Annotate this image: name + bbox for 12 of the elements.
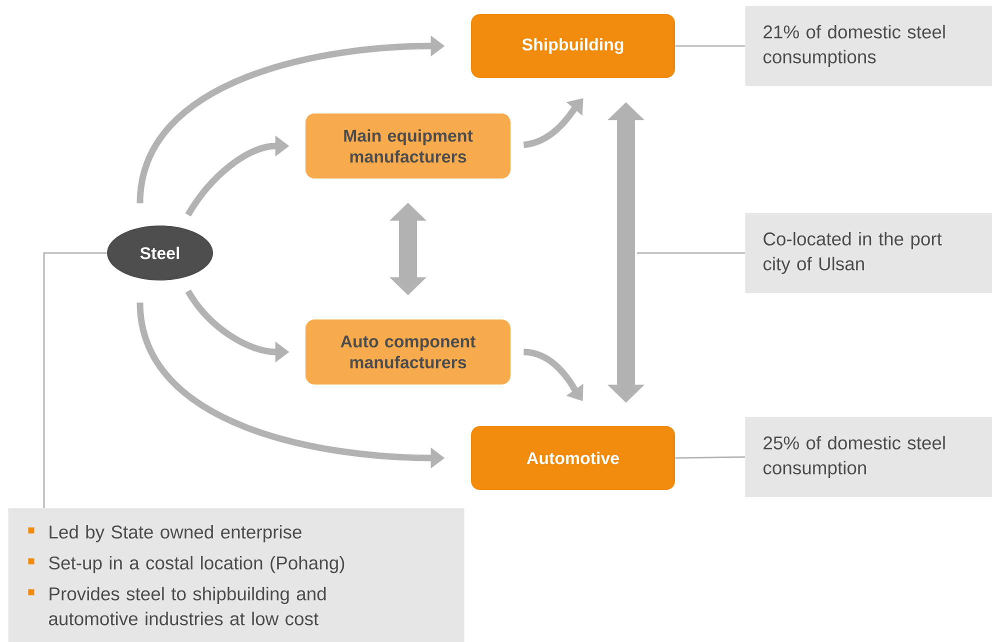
note-box: Co-located in the port city of Ulsan [745, 212, 992, 293]
industry-box: Automotive [471, 426, 675, 490]
note-box: 25% of domestic steel consumption [745, 416, 992, 497]
leader-line [675, 456, 746, 459]
note-box: 21% of domestic steel consumptions [745, 6, 992, 86]
bullet-list-box: Led by State owned enterprise Set-up in a costal location (Pohang) Provides steel to shipbuilding and automotive industries at low cost [8, 508, 464, 642]
leader-line [637, 252, 745, 254]
leader-line [43, 252, 107, 508]
leader-line [675, 45, 745, 47]
supplier-box: Main equipment manufacturers [306, 113, 510, 178]
industry-box: Shipbuilding [471, 14, 675, 78]
supplier-box: Auto component manufacturers [306, 319, 510, 384]
